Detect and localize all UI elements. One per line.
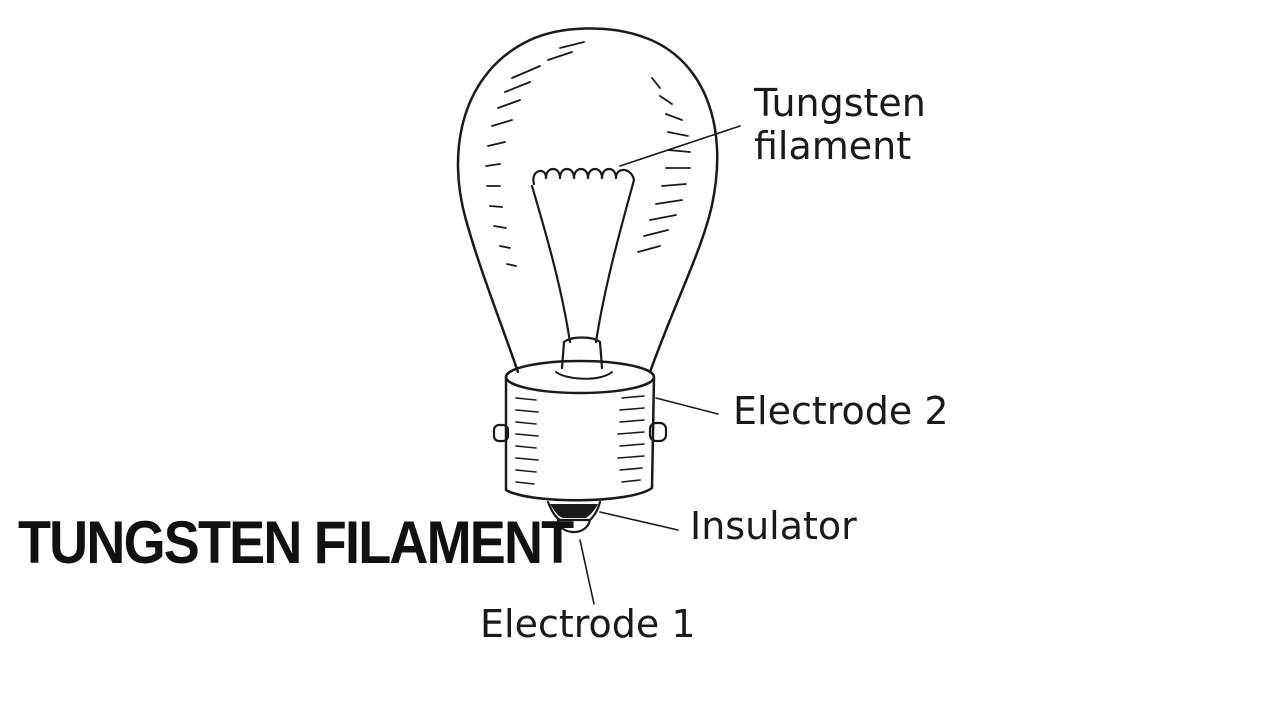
leader-insulator — [599, 511, 679, 531]
filament-stem — [530, 178, 636, 344]
insulator-fill — [550, 504, 598, 518]
leader-electrode1 — [579, 539, 595, 605]
leader-filament — [619, 125, 741, 167]
bayonet-pin-left — [492, 423, 510, 443]
leader-electrode2 — [655, 397, 719, 415]
tungsten-filament-label-line-2: filament — [754, 123, 912, 168]
bulb-shading-left — [485, 41, 585, 267]
insulator — [546, 500, 602, 522]
base-shading-right — [617, 395, 645, 483]
tungsten-filament-label: Tungsten filament — [754, 82, 926, 167]
tungsten-filament-label-line-1: Tungsten — [754, 81, 926, 125]
bulb-pinch — [560, 336, 604, 370]
electrode-1-contact — [556, 518, 592, 534]
page-title: TUNGSTEN FILAMENT — [18, 509, 574, 576]
tungsten-coil — [532, 167, 636, 186]
base-shading-left — [515, 397, 539, 485]
electrode-2-label: Electrode 2 — [733, 389, 949, 433]
base-top-rim — [504, 359, 656, 395]
bayonet-pin-right — [648, 421, 668, 443]
bulb-glass — [456, 27, 719, 374]
insulator-label: Insulator — [690, 504, 857, 548]
bulb-shading-right — [637, 77, 691, 253]
electrode-1-label: Electrode 1 — [480, 602, 696, 646]
base-cap — [504, 375, 656, 502]
